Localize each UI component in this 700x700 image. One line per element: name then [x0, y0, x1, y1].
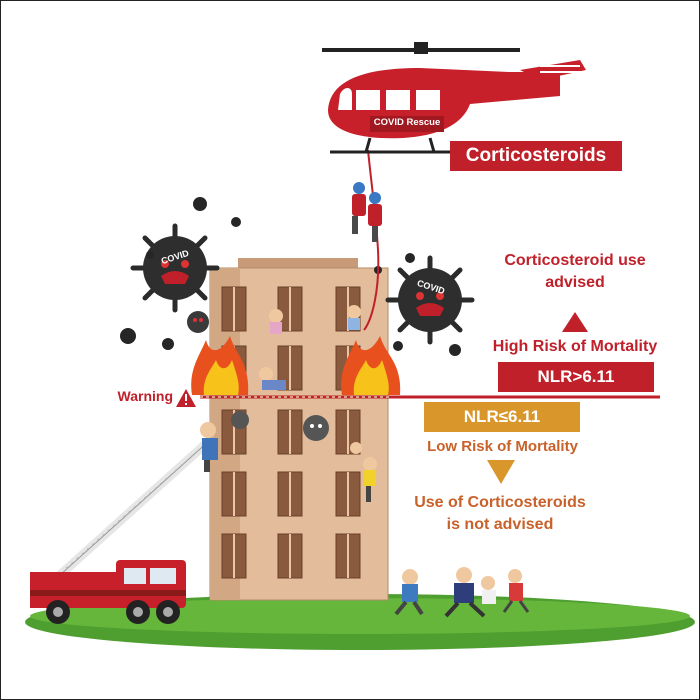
virus-small [187, 311, 209, 333]
rescue-rope [363, 149, 380, 331]
warning-label: Warning [117, 388, 173, 404]
helicopter [322, 42, 586, 154]
low-advice-line2: is not advised [446, 516, 554, 533]
particles [120, 197, 461, 356]
fire-right [341, 336, 401, 395]
high-risk-label: High Risk of Mortality [492, 338, 658, 355]
virus-right [385, 255, 475, 345]
high-risk-up-triangle-icon [562, 312, 588, 332]
low-risk-down-triangle-icon [487, 460, 515, 484]
person-ladder [200, 422, 218, 472]
corticosteroids-badge: Corticosteroids [450, 141, 622, 171]
virus-window-2 [303, 415, 329, 441]
person-climbing [350, 442, 377, 502]
running-people [394, 567, 530, 618]
person-window-2 [347, 305, 361, 330]
low-risk-label: Low Risk of Mortality [427, 438, 578, 455]
virus-window-1 [231, 411, 249, 429]
fire-truck [30, 435, 215, 624]
nlr-low-badge: NLR≤6.11 [424, 402, 580, 432]
high-advice-line2: advised [545, 274, 605, 291]
helicopter-door-label: COVID Rescue [373, 117, 441, 128]
warning-triangle-icon [176, 389, 196, 407]
fire-left [191, 336, 249, 395]
building [209, 258, 389, 601]
low-advice-line1: Use of Corticosteroids [414, 494, 586, 511]
person-window-1 [269, 309, 283, 334]
rescuers [352, 182, 382, 242]
nlr-high-badge: NLR>6.11 [498, 362, 654, 392]
virus-left [130, 223, 220, 313]
high-advice-line1: Corticosteroid use [504, 252, 646, 269]
person-window-3 [259, 367, 286, 390]
